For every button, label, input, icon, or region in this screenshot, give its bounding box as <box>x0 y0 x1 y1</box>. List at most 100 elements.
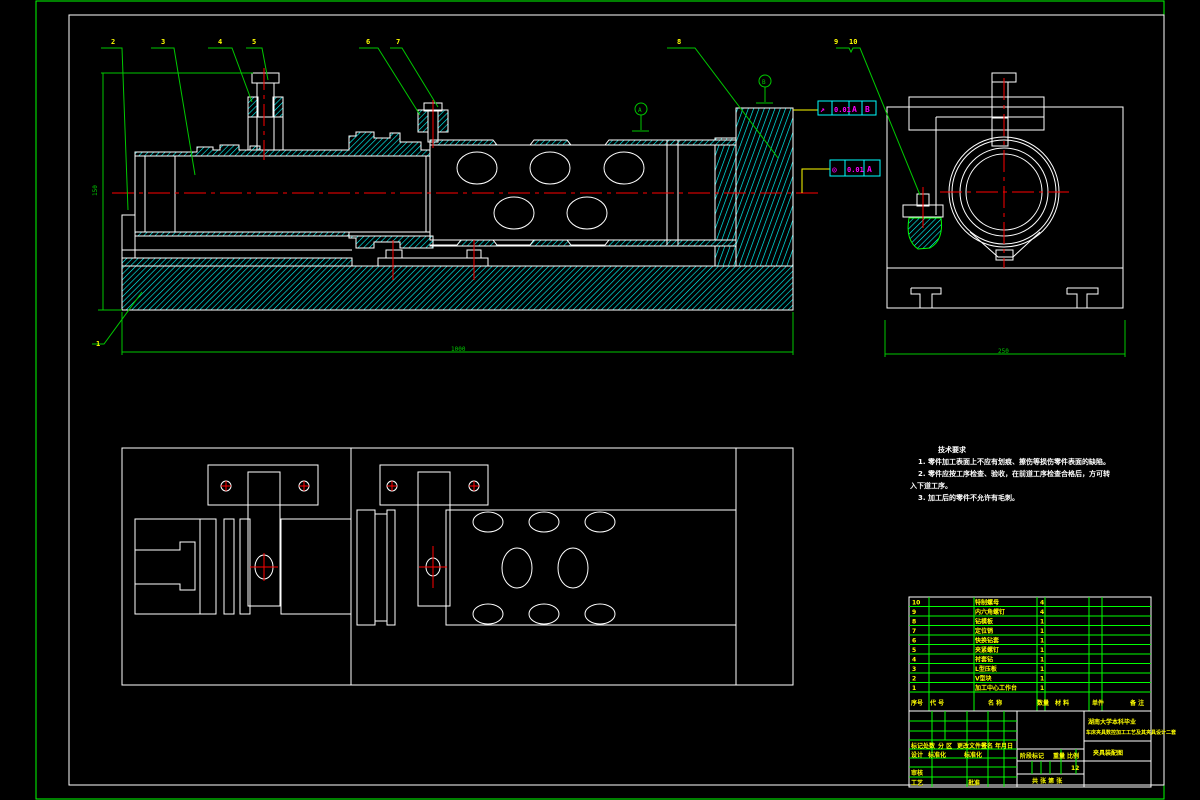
hole <box>603 151 645 185</box>
tech-req-item: 入下道工序。 <box>909 481 952 490</box>
label-weight: 重量 <box>1053 752 1065 760</box>
header-remark: 备 注 <box>1129 699 1144 707</box>
runout-icon: ↗ <box>820 105 825 114</box>
label-process: 工艺 <box>911 779 923 787</box>
label-zone: 分 区 <box>938 742 952 750</box>
tech-req-item: 1. 零件加工表面上不应有划痕、擦伤等损伤零件表面的缺陷。 <box>918 457 1110 466</box>
balloon-5: 5 <box>252 38 256 46</box>
drill-plate-left <box>207 464 319 506</box>
svg-text:0.01: 0.01 <box>834 106 851 114</box>
parts-list-row: 3 L型压板 1 <box>912 665 1044 673</box>
label-date: 年月日 <box>995 742 1013 750</box>
concentricity-tolerance-frame: ◎ 0.01 A <box>801 159 881 193</box>
parts-list-row: 2 V型块 1 <box>912 675 1044 683</box>
part-name: 夹紧螺钉 <box>975 646 999 654</box>
part-name: 特制螺母 <box>975 599 999 607</box>
part-qty: 1 <box>1040 619 1044 626</box>
hole <box>456 151 498 185</box>
inner-border <box>68 14 1165 786</box>
part-qty: 1 <box>1040 638 1044 645</box>
base-plate <box>121 265 794 311</box>
hole <box>493 196 535 230</box>
tech-req-item: 3. 加工后的零件不允许有毛刺。 <box>918 493 1019 502</box>
front-section-view <box>112 68 820 311</box>
header-code: 代 号 <box>929 699 944 707</box>
part-name: L型压板 <box>975 665 998 673</box>
balloon-8: 8 <box>677 38 681 46</box>
balloon-4: 4 <box>218 38 222 46</box>
parts-list-row: 5 夹紧螺钉 1 <box>912 646 1044 654</box>
perforated-tube-top <box>445 509 737 626</box>
part-number: 9 <box>912 609 916 616</box>
hole <box>529 151 571 185</box>
project-name: 车床夹具数控加工工艺及其夹具设计二套 <box>1086 729 1176 736</box>
balloon-6: 6 <box>366 38 370 46</box>
sheet-label: 共 张 第 张 <box>1032 777 1063 785</box>
part-name: V型块 <box>975 675 993 683</box>
label-review: 审核 <box>911 769 923 777</box>
top-view <box>121 447 794 686</box>
part-number: 4 <box>912 657 916 664</box>
part-number: 5 <box>912 647 916 654</box>
svg-text:标准化: 标准化 <box>963 751 982 759</box>
part-number: 1 <box>912 685 916 692</box>
svg-text:B: B <box>762 79 766 86</box>
concentricity-icon: ◎ <box>832 165 837 174</box>
label-sign: 签名 <box>980 742 993 750</box>
part-number: 10 <box>912 600 920 607</box>
drawing-title: 夹具装配图 <box>1093 749 1123 757</box>
right-support-block <box>735 107 794 267</box>
part-number: 3 <box>912 666 916 673</box>
part-qty: 1 <box>1040 647 1044 654</box>
balloon-7: 7 <box>396 38 400 46</box>
header-no: 序号 <box>910 699 923 707</box>
parts-list-row: 4 衬套钻 1 <box>912 656 1044 664</box>
svg-text:A: A <box>638 107 642 114</box>
workpiece-upper-wall <box>134 131 431 157</box>
leaders-front: 2 3 4 5 6 7 8 1 150 1000 250 <box>92 38 1126 357</box>
part-name: 衬套钻 <box>974 656 993 664</box>
outer-border <box>35 0 1165 800</box>
label-mark: 标记 <box>910 742 923 750</box>
part-number: 2 <box>912 676 916 683</box>
part-name: 内六角螺钉 <box>975 608 1005 616</box>
drill-plate-right <box>379 464 489 506</box>
tech-req-item: 2. 零件应按工序检查、验收，在前道工序检查合格后，方可转 <box>918 469 1110 478</box>
label-design: 设计 <box>911 751 923 759</box>
dim-width-text: 250 <box>998 348 1009 355</box>
header-weight: 单件 <box>1092 699 1104 707</box>
tech-req-heading: 技术要求 <box>938 445 967 454</box>
dim-length-text: 1000 <box>451 346 466 353</box>
label-count: 处数 <box>922 742 936 750</box>
workpiece-lower-wall <box>134 231 434 249</box>
technical-requirements: 技术要求 1. 零件加工表面上不应有划痕、擦伤等损伤零件表面的缺陷。 2. 零件… <box>909 445 1110 502</box>
workpiece-bore <box>134 155 431 233</box>
part-qty: 1 <box>1040 685 1044 692</box>
svg-text:B: B <box>865 105 870 114</box>
v-block-base <box>121 257 353 267</box>
label-standardize: 标准化 <box>927 751 946 759</box>
part-qty: 1 <box>1040 628 1044 635</box>
runout-tolerance-frame: ↗ 0.01 A B <box>793 100 877 116</box>
datum-b: B <box>756 74 773 104</box>
part-number: 8 <box>912 619 916 626</box>
side-view: 9 10 <box>834 38 1124 309</box>
l-clamp <box>908 96 1045 131</box>
part-name: 快换钻套 <box>974 637 999 645</box>
part-qty: 1 <box>1040 657 1044 664</box>
part-qty: 1 <box>1040 666 1044 673</box>
part-qty: 1 <box>1040 676 1044 683</box>
balloon-9: 9 <box>834 38 838 46</box>
svg-text:A: A <box>867 165 872 174</box>
label-stage: 阶段标记 <box>1020 752 1044 760</box>
title-block: 标记 处数 分 区 更改文件号 签名 年月日 设计 标准化 标准化 审核 工艺 … <box>909 710 1176 787</box>
part-qty: 4 <box>1040 609 1044 616</box>
balloon-2: 2 <box>111 38 115 46</box>
